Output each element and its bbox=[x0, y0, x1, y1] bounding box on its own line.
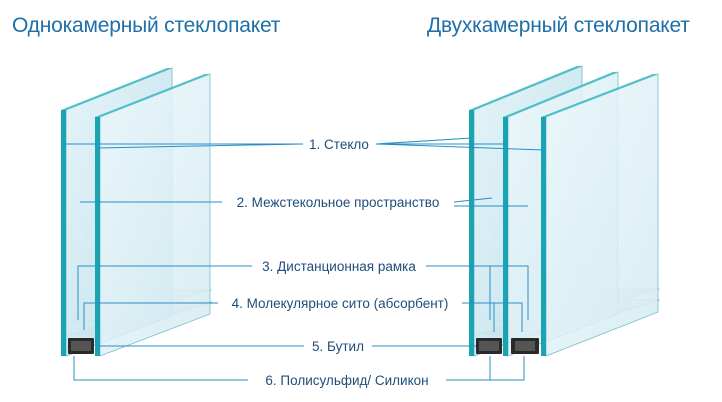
leader-line-sealant bbox=[73, 356, 248, 381]
glass-pane bbox=[99, 73, 211, 357]
leader-line-glass bbox=[375, 143, 545, 151]
double-chamber-unit bbox=[469, 65, 661, 357]
title-double-chamber: Двухкамерный стеклопакет bbox=[427, 14, 690, 37]
glass-pane-edge bbox=[61, 110, 66, 356]
component-labels: 1. Стекло 2. Межстекольное пространство … bbox=[232, 137, 449, 388]
glass-pane-top-edge bbox=[95, 74, 210, 117]
label-interpane-space: 2. Межстекольное пространство bbox=[237, 195, 440, 210]
title-single-chamber: Однокамерный стеклопакет bbox=[12, 14, 281, 37]
glass-pane-edge bbox=[95, 117, 100, 356]
glass-pane-edge bbox=[541, 117, 546, 356]
leader-line-sieve bbox=[83, 302, 218, 330]
glass-pane-top-edge bbox=[541, 74, 658, 117]
label-butyl: 5. Бутил bbox=[312, 339, 364, 354]
leader-line-space bbox=[453, 197, 493, 203]
leader-line-glass bbox=[375, 137, 473, 145]
glass-pane-top-edge bbox=[503, 72, 618, 117]
leader-lines bbox=[64, 137, 545, 381]
leader-line-spacer bbox=[77, 265, 252, 320]
leader-line-spacer bbox=[426, 265, 529, 320]
leader-line-sieve bbox=[462, 302, 523, 332]
label-spacer-frame: 3. Дистанционная рамка bbox=[262, 259, 416, 274]
label-sealant: 6. Полисульфид/ Силикон bbox=[265, 373, 428, 388]
spacer-profile bbox=[71, 341, 91, 351]
leader-line-sealant bbox=[446, 356, 525, 381]
leader-line-glass bbox=[97, 143, 304, 149]
label-glass: 1. Стекло bbox=[309, 137, 369, 152]
glass-pane-edge bbox=[503, 117, 508, 356]
glass-pane bbox=[545, 73, 659, 357]
glass-pane-edge bbox=[469, 110, 474, 356]
glass-pane-top-edge bbox=[61, 68, 172, 110]
glass-pane-top-edge bbox=[469, 66, 582, 110]
leader-line-sealant bbox=[446, 356, 491, 381]
label-molecular-sieve: 4. Молекулярное сито (абсорбент) bbox=[232, 296, 449, 311]
spacer-profile bbox=[479, 341, 499, 351]
spacer-profile bbox=[515, 341, 535, 351]
